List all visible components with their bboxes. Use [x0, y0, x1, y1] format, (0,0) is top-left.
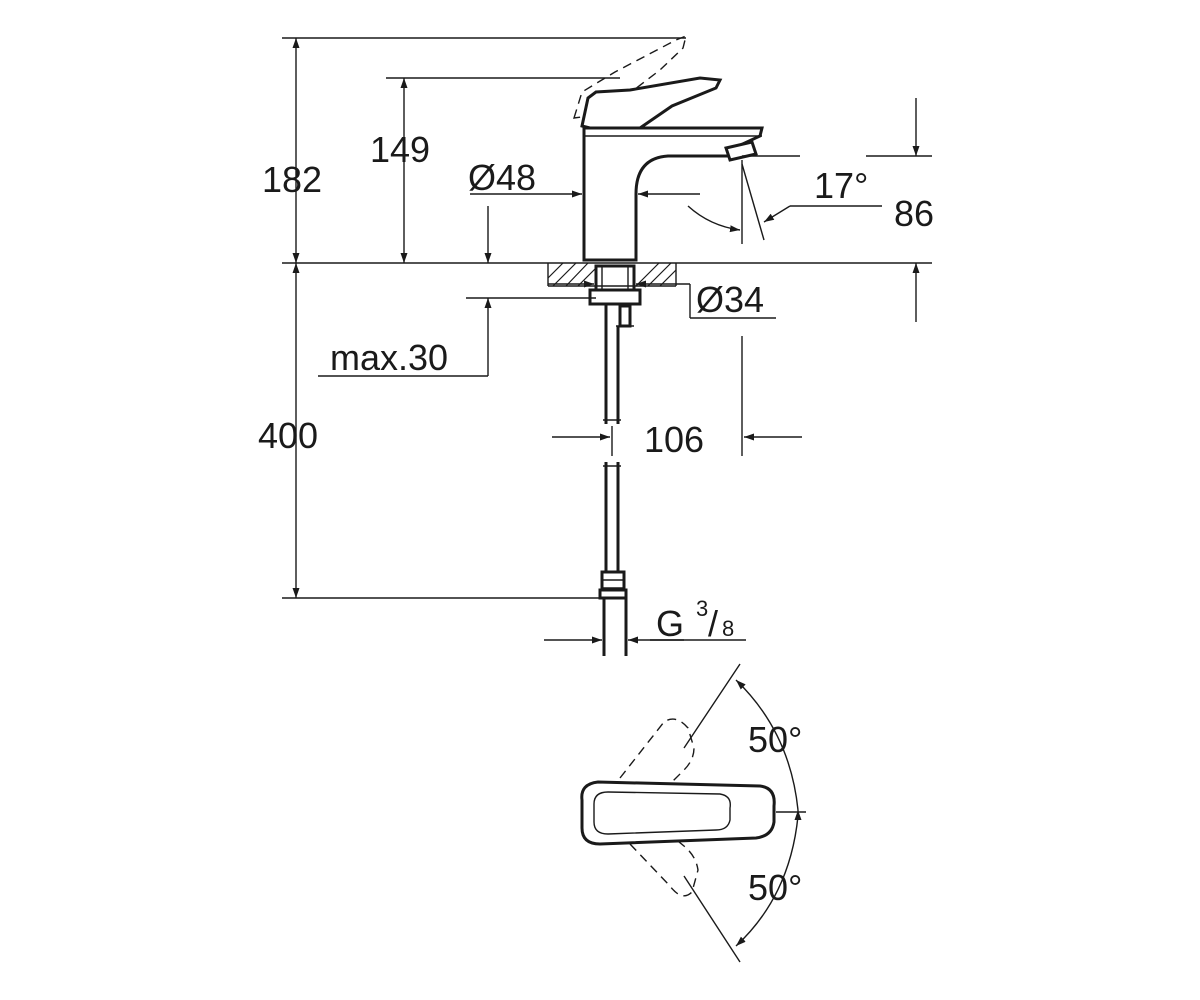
supply-hose: [598, 304, 628, 656]
label-149: 149: [370, 129, 430, 170]
label-spout-angle: 17°: [814, 165, 868, 206]
lever-top-view: [580, 663, 806, 963]
angle-arc-lower: [735, 815, 799, 947]
label-connection-g: G: [656, 603, 684, 644]
label-86: 86: [894, 193, 934, 234]
dimension-labels: 182 149 Ø48 17° 86 Ø34 max.30 400 106 G …: [258, 129, 934, 908]
label-lever-angle-upper: 50°: [748, 719, 802, 760]
faucet-body: [582, 126, 764, 262]
label-shank-diameter: Ø34: [696, 279, 764, 320]
lever-top-body: [580, 780, 776, 846]
label-connection-slash: /: [708, 603, 718, 644]
dimension-lines: [282, 37, 932, 644]
lever-handle: [580, 76, 723, 134]
faucet-side-view: [573, 34, 764, 262]
mounting-nut: [588, 288, 642, 306]
label-body-diameter: Ø48: [468, 157, 536, 198]
lever-rotated-down-outline: [629, 817, 699, 897]
label-connection-denominator: 8: [722, 616, 734, 641]
label-400: 400: [258, 415, 318, 456]
label-182: 182: [262, 159, 322, 200]
angle-arc-upper: [735, 679, 799, 811]
label-max-thickness: max.30: [330, 337, 448, 378]
label-106: 106: [644, 419, 704, 460]
deck-section: [282, 262, 932, 328]
label-lever-angle-lower: 50°: [748, 867, 802, 908]
label-connection-numerator: 3: [696, 596, 708, 621]
